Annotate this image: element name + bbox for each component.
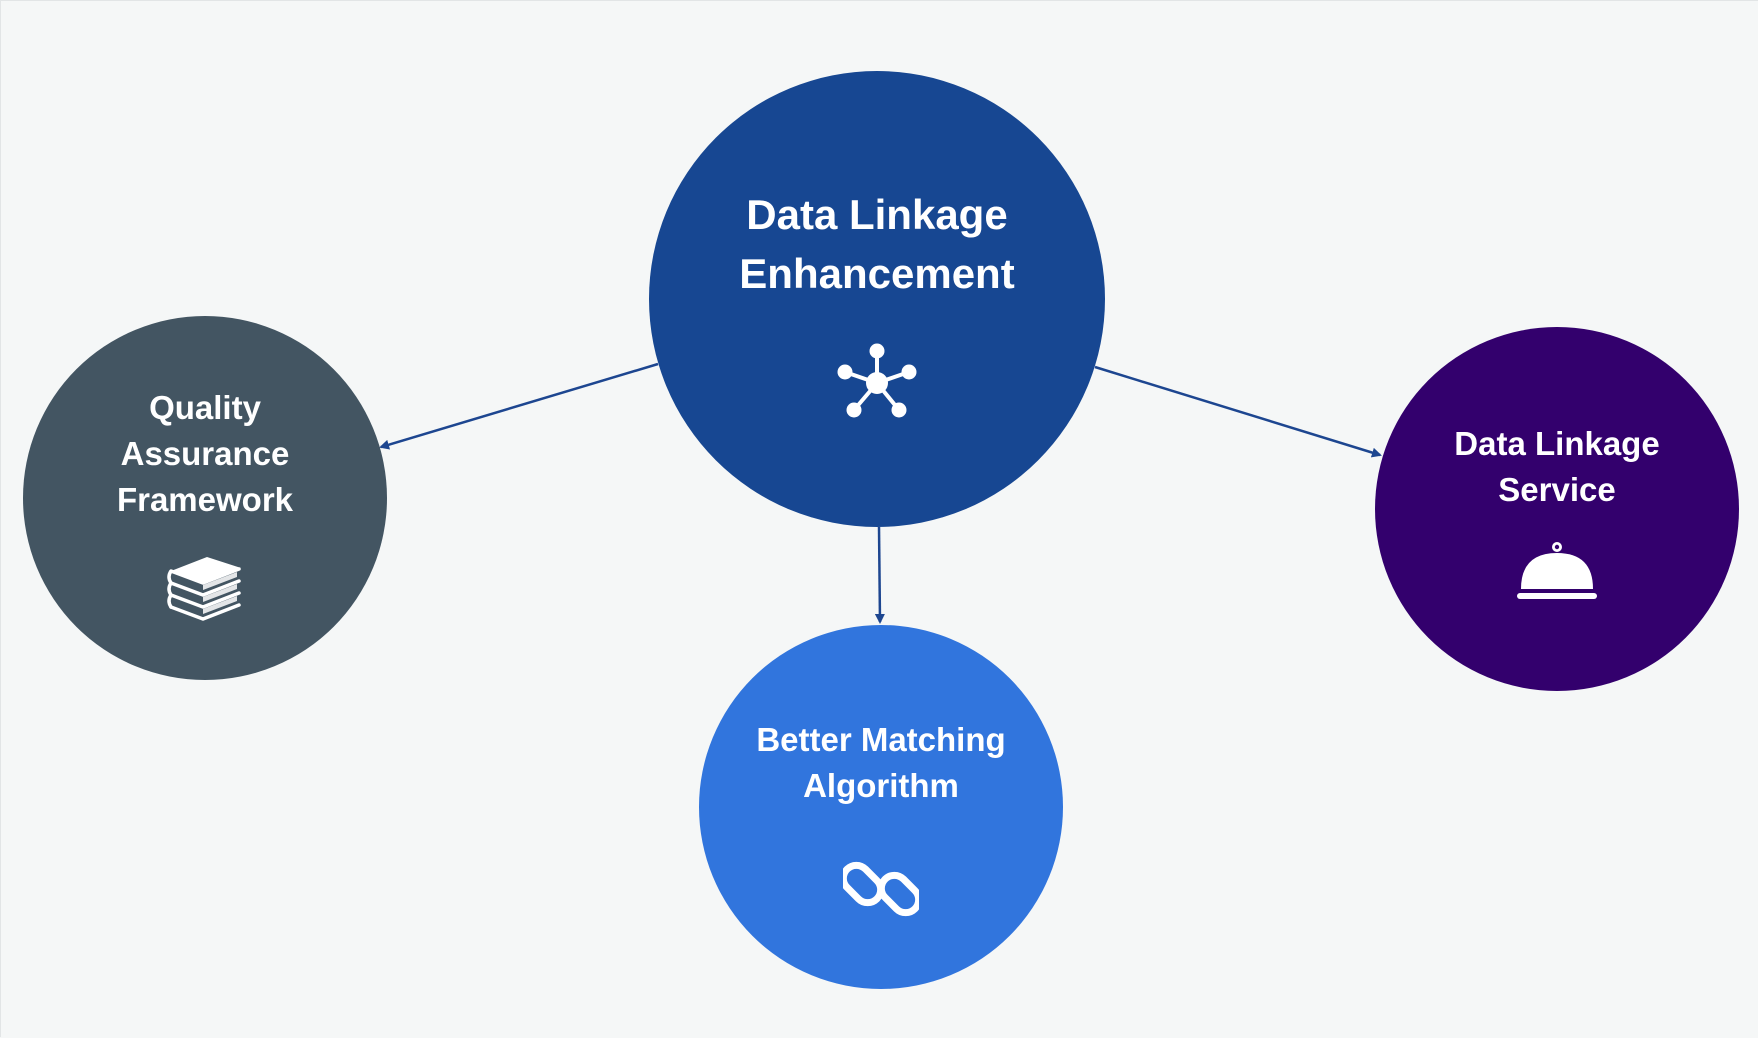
node-label-line: Framework (116, 481, 294, 518)
network-hub-icon (837, 343, 917, 418)
node-better-matching-algorithm[interactable]: Better Matching Algorithm (699, 625, 1063, 989)
node-data-linkage-service[interactable]: Data Linkage Service (1375, 327, 1739, 691)
arrow-center-to-left (379, 362, 659, 450)
arrow-center-to-right (1094, 365, 1382, 458)
arrow-center-to-bottom (874, 526, 885, 624)
node-label-line: Enhancement (739, 250, 1015, 297)
node-data-linkage-enhancement[interactable]: Data Linkage Enhancement (649, 71, 1105, 527)
stacked-books-icon (167, 557, 241, 621)
node-label: Data Linkage Service (1454, 421, 1659, 513)
node-label-line: Better Matching (756, 721, 1006, 758)
node-label-line: Quality (149, 389, 261, 426)
node-label-line: Data Linkage (1454, 425, 1660, 462)
node-label-line: Service (1498, 471, 1616, 508)
node-label: Quality Assurance Framework (117, 385, 293, 523)
node-label: Data Linkage Enhancement (739, 185, 1014, 303)
service-bell-icon (1517, 542, 1597, 599)
chain-link-icon (843, 861, 919, 917)
node-label: Better Matching Algorithm (756, 717, 1005, 809)
node-label-line: Algorithm (803, 767, 959, 804)
node-label-line: Data Linkage (746, 191, 1008, 238)
node-quality-assurance-framework[interactable]: Quality Assurance Framework (23, 316, 387, 680)
node-label-line: Assurance (120, 435, 290, 472)
